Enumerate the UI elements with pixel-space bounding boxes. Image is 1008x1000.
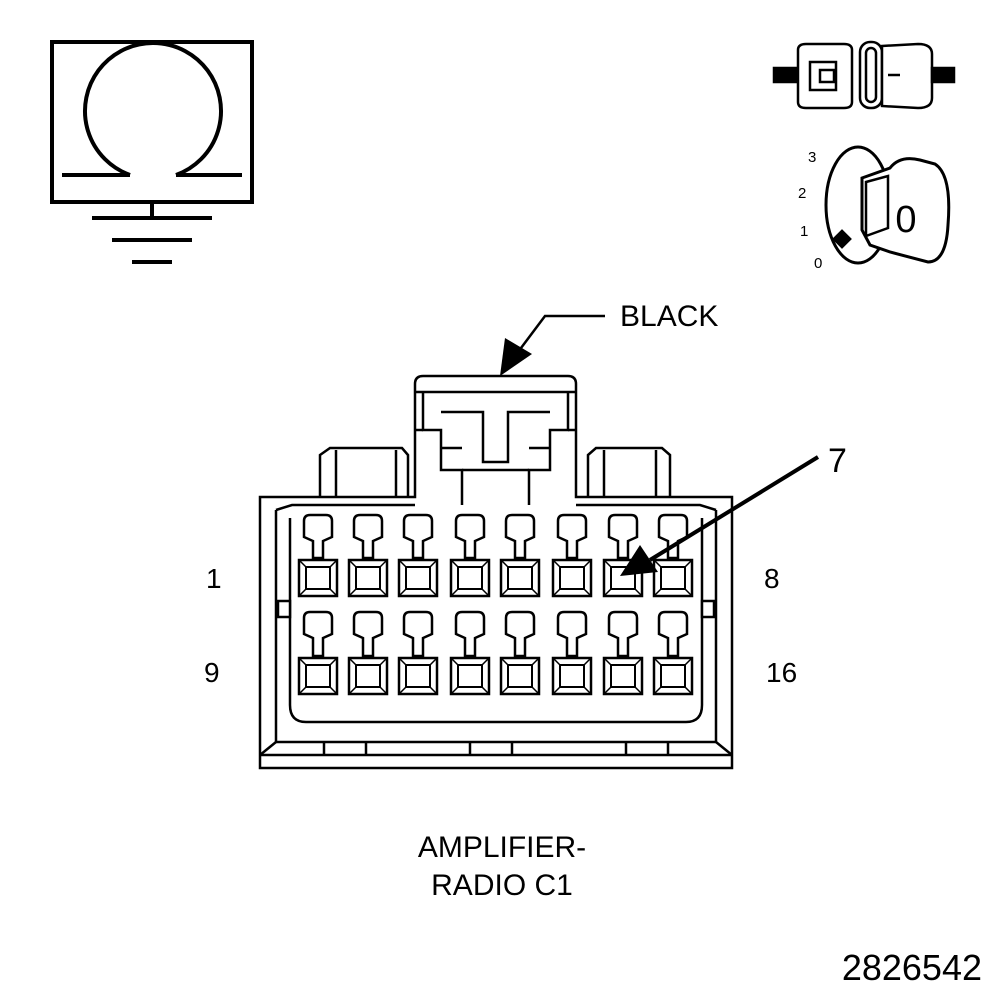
terminal-cavity-12: [449, 610, 491, 696]
connector-name-line2: RADIO C1: [431, 869, 573, 902]
terminal-cavity-4: [449, 513, 491, 598]
terminal-cavity-13: [499, 610, 541, 696]
callout-pin-label: 7: [828, 442, 847, 480]
pin-label-1: 1: [206, 563, 222, 594]
connector-name-line1: AMPLIFIER-: [418, 831, 586, 864]
terminal-cavity-11: [397, 610, 439, 696]
ignition-position-3: 3: [808, 149, 816, 166]
ignition-position-2: 2: [798, 185, 806, 202]
terminal-cavity-1: [297, 513, 339, 598]
color-leader-arrow: [500, 314, 605, 376]
ignition-position-1: 1: [800, 223, 808, 240]
terminal-cavity-3: [397, 513, 439, 598]
ignition-position-0: 0: [814, 255, 822, 272]
connector-color-label: BLACK: [620, 300, 718, 333]
ignition-key-position-label: 0: [895, 199, 916, 241]
terminal-cavity-8: [652, 513, 694, 598]
disconnect-connector-icon: [772, 40, 956, 110]
terminal-cavity-5: [499, 513, 541, 598]
terminal-cavities: [297, 513, 694, 696]
figure-number: 2826542: [842, 947, 982, 988]
pin-label-9: 9: [204, 657, 220, 688]
pin-label-8: 8: [764, 563, 780, 594]
ignition-key-off-icon: 0 3 2 1 0: [798, 145, 951, 272]
callout-pin-arrow: [620, 455, 820, 576]
terminal-cavity-10: [347, 610, 389, 696]
ohmmeter-ground-icon: [50, 40, 254, 264]
terminal-cavity-16: [652, 610, 694, 696]
terminal-cavity-2: [347, 513, 389, 598]
terminal-cavity-14: [551, 610, 593, 696]
terminal-cavity-9: [297, 610, 339, 696]
terminal-cavity-6: [551, 513, 593, 598]
terminal-cavity-15: [602, 610, 644, 696]
pin-label-16: 16: [766, 657, 797, 688]
